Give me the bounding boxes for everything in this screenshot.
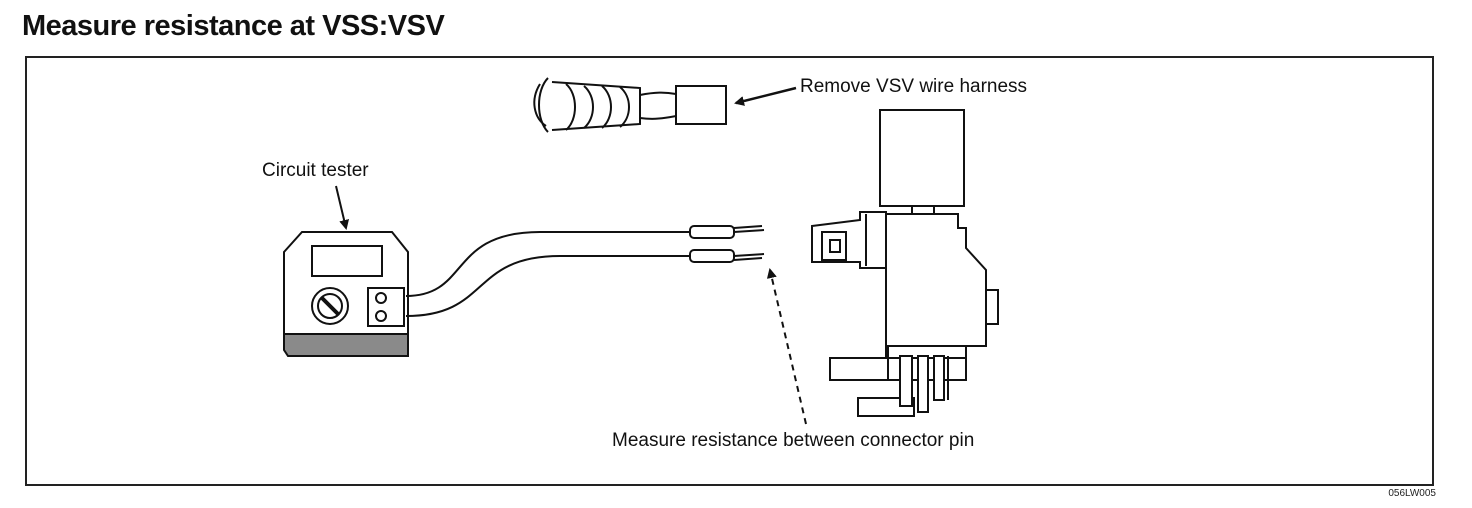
probe-bottom bbox=[689, 249, 765, 263]
connector-pin bbox=[829, 239, 841, 253]
figure-code: 056LW005 bbox=[1388, 488, 1436, 499]
tester-label: Circuit tester bbox=[262, 160, 369, 181]
harness-arrow bbox=[734, 86, 797, 106]
tester-display bbox=[311, 245, 383, 277]
diagram-frame bbox=[25, 56, 1434, 486]
measure-arrow bbox=[766, 268, 807, 425]
vsv-valve bbox=[811, 109, 999, 417]
measure-label: Measure resistance between connector pin bbox=[612, 430, 974, 451]
probe-top bbox=[689, 225, 765, 239]
vsv-wire-harness bbox=[533, 77, 727, 133]
test-leads bbox=[405, 231, 690, 317]
page-title: Measure resistance at VSS:VSV bbox=[22, 10, 445, 42]
tester-jack-bottom bbox=[375, 310, 387, 322]
circuit-tester bbox=[283, 231, 409, 357]
harness-label: Remove VSV wire harness bbox=[800, 76, 1027, 97]
tester-arrow bbox=[335, 185, 350, 230]
tester-jack-top bbox=[375, 292, 387, 304]
